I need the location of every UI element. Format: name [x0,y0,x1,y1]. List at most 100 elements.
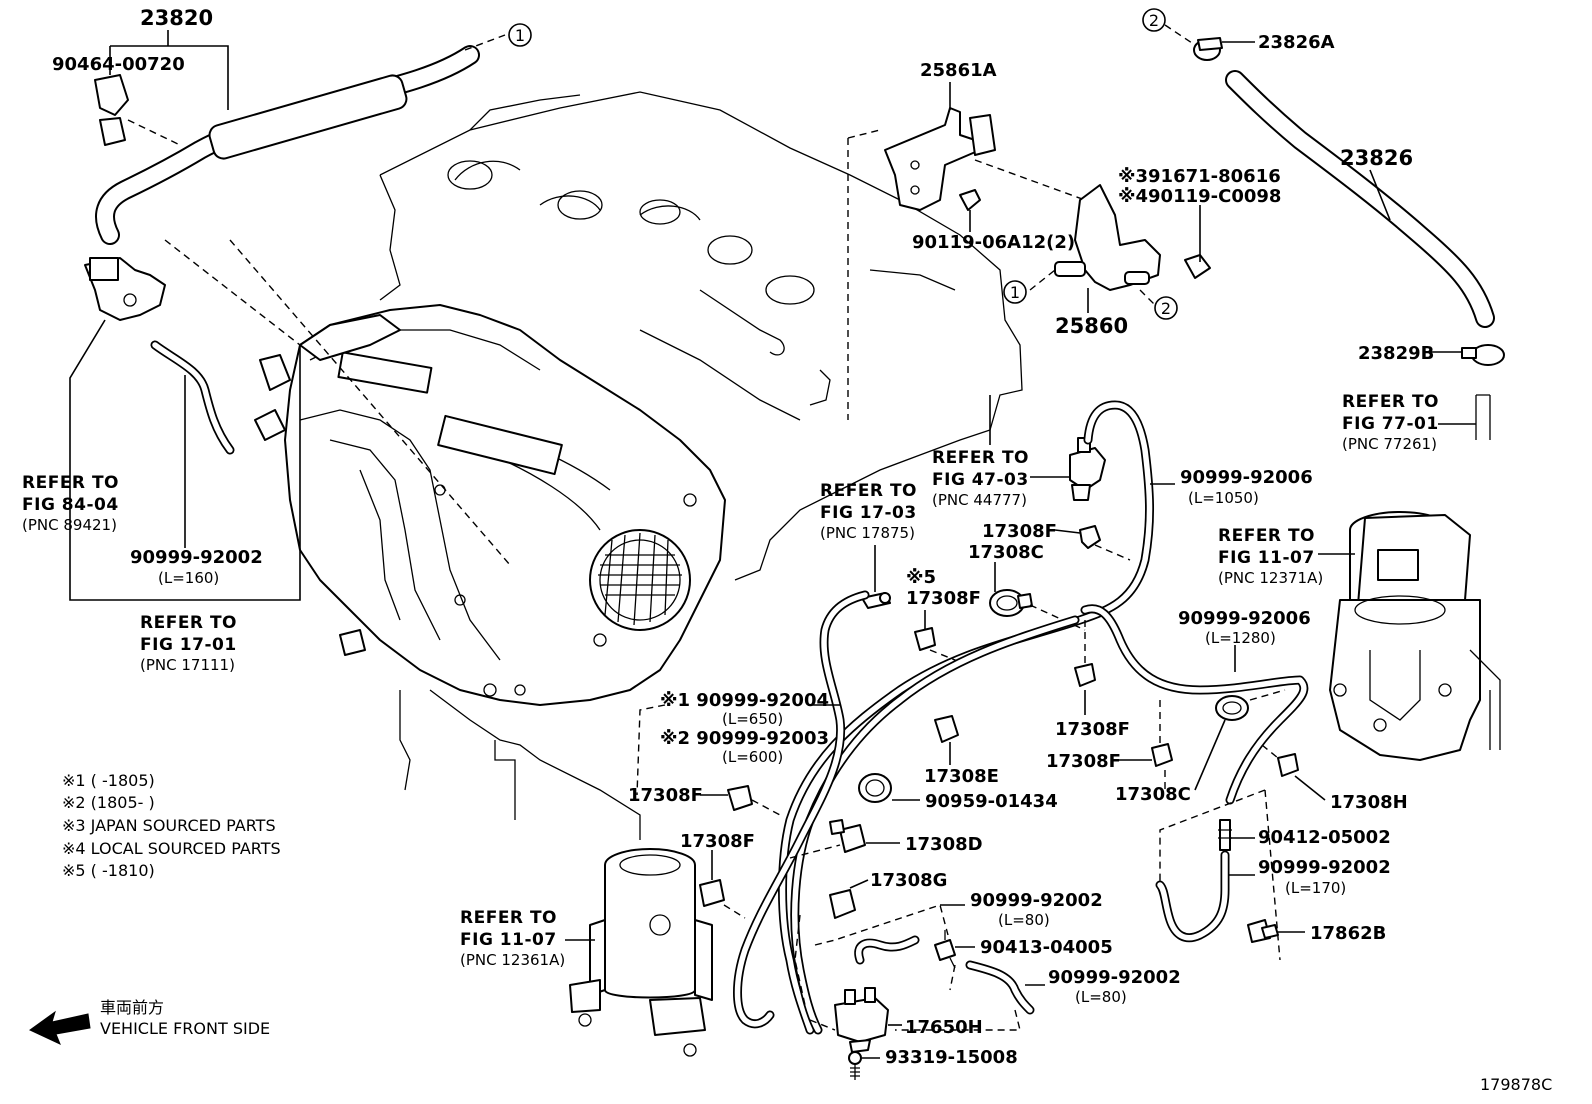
diagram-code: 179878C [1480,1075,1552,1094]
direction-label-jp: 車両前方 [100,998,164,1017]
part-length-90999-92006-l1280: (L=1280) [1205,629,1276,647]
part-label-17308f-a: 17308F [982,521,1057,542]
part-label-90999-92006-l1280: 90999-92006 [1178,608,1311,629]
part-label-17862b: 17862B [1310,923,1386,944]
part-label-17308f-f: 17308F [680,831,755,852]
part-length-90999-92002-l80-a: (L=80) [998,911,1050,929]
clip-17308g [829,889,856,919]
clamp-17308c-a [989,589,1033,617]
hose-23820 [95,45,480,245]
footnote-5: ※5 ( -1810) [62,861,155,880]
intake-manifold [254,304,726,706]
sensor-44777 [1069,437,1106,501]
part-label-90999-92002-l80-a: 90999-92002 [970,890,1103,911]
clip-17862b [1247,919,1279,943]
part-label-17308f-d: 17308F [1046,751,1121,772]
part-label-17308f-b: 17308F [906,588,981,609]
clip-17308f-f [699,879,725,907]
part-label-90999-92004: ※1 90999-92004 [660,690,829,711]
part-label-17308e: 17308E [924,766,999,787]
clip-17308h [1277,753,1299,777]
part-label-90999-92002-l160: 90999-92002 [130,547,263,568]
part-label-17308f-e: 17308F [628,785,703,806]
part-length-90999-92006-l1050: (L=1050) [1188,489,1259,507]
part-label-17308c-a: 17308C [968,542,1044,563]
ref-77-01-line3: (PNC 77261) [1342,435,1437,453]
canister-12371a [1329,511,1501,761]
part-label-25860: 25860 [1055,314,1128,338]
ref-11-07a-line3: (PNC 12371A) [1218,569,1323,587]
footnote-3: ※3 JAPAN SOURCED PARTS [62,816,276,835]
part-label-90119-c0098: ※490119-C0098 [1118,186,1281,207]
part-label-23829b: 23829B [1358,343,1434,364]
part-label-91671-80616: ※391671-80616 [1118,166,1281,187]
clip-17308f-a [1079,525,1101,549]
part-label-90999-92002-l80-b: 90999-92002 [1048,967,1181,988]
part-label-93319-15008: 93319-15008 [885,1047,1018,1068]
ref-47-03-line2: FIG 47-03 [932,470,1029,490]
clamp-17308c-b [1215,695,1249,721]
part-label-23826: 23826 [1340,146,1413,170]
vsv-25860 [1054,184,1161,291]
ref-11-07b-line3: (PNC 12361A) [460,951,565,969]
clamp-90959-01434 [858,773,892,803]
part-label-17308d: 17308D [905,834,983,855]
footnote-1: ※1 ( -1805) [62,771,155,790]
part-label-90413-04005: 90413-04005 [980,937,1113,958]
ref-47-03-line1: REFER TO [932,448,1029,468]
ref-84-04-line1: REFER TO [22,473,119,493]
vsv-17650h [834,987,889,1053]
part-label-90119-06a12: 90119-06A12(2) [912,232,1075,253]
ref-17-03-line1: REFER TO [820,481,917,501]
ref-77-01-line1: REFER TO [1342,392,1439,412]
clamp-23829b [1461,344,1505,366]
callout-mark-1-top: 1 [508,23,532,47]
part-label-90412-05002: 90412-05002 [1258,827,1391,848]
ref-11-07b-line1: REFER TO [460,908,557,928]
part-length-90999-92003: (L=600) [722,748,783,766]
clip-17308f-e [727,785,753,811]
bracket-25861a [884,107,996,211]
callout-mark-2-top: 2 [1142,8,1166,32]
part-label-17308f-c: 17308F [1055,719,1130,740]
part-label-90999-92002-l170: 90999-92002 [1258,857,1391,878]
svg-text:1: 1 [1010,283,1020,302]
part-label-23820: 23820 [140,6,213,30]
bolt-93319-15008 [848,1051,862,1080]
hose-23826 [1193,37,1495,328]
clip-17308d [829,819,866,853]
canister-12361a [569,848,713,1057]
clip-17308e [934,715,959,743]
footnote-4: ※4 LOCAL SOURCED PARTS [62,839,281,858]
part-label-90999-92006-l1050: 90999-92006 [1180,467,1313,488]
clip-17308f-c [1074,663,1096,687]
clip-17308f-b [914,627,936,651]
ref-17-03-line2: FIG 17-03 [820,503,917,523]
sensor-89421 [84,257,166,321]
vehicle-front-arrow-icon [29,1010,91,1045]
part-length-90999-92004: (L=650) [722,710,783,728]
part-label-23826a: 23826A [1258,32,1335,53]
callout-mark-2-vsv: 2 [1154,296,1178,320]
part-label-17308h: 17308H [1330,792,1408,813]
footnote-2: ※2 (1805- ) [62,793,155,812]
nipple-90412-05002 [1218,819,1232,851]
part-label-17308g: 17308G [870,870,947,891]
ref-77-01-line2: FIG 77-01 [1342,414,1439,434]
part-length-90999-92002-l170: (L=170) [1285,879,1346,897]
part-label-90464-00720: 90464-00720 [52,54,185,75]
ref-47-03-line3: (PNC 44777) [932,491,1027,509]
ref-11-07a-line1: REFER TO [1218,526,1315,546]
clip-17308f-d [1151,743,1173,767]
part-label-25861a: 25861A [920,60,997,81]
ref-11-07b-line2: FIG 11-07 [460,930,557,950]
engine-outline [379,91,1023,840]
joint-90413-04005 [934,930,956,969]
ref-17-01-line1: REFER TO [140,613,237,633]
part-label-90999-92003: ※2 90999-92003 [660,728,829,749]
footnotes: ※1 ( -1805) ※2 (1805- ) ※3 JAPAN SOURCED… [62,771,281,880]
svg-text:2: 2 [1161,299,1171,318]
ref-17-01-line2: FIG 17-01 [140,635,237,655]
clamp-90464 [94,74,129,146]
